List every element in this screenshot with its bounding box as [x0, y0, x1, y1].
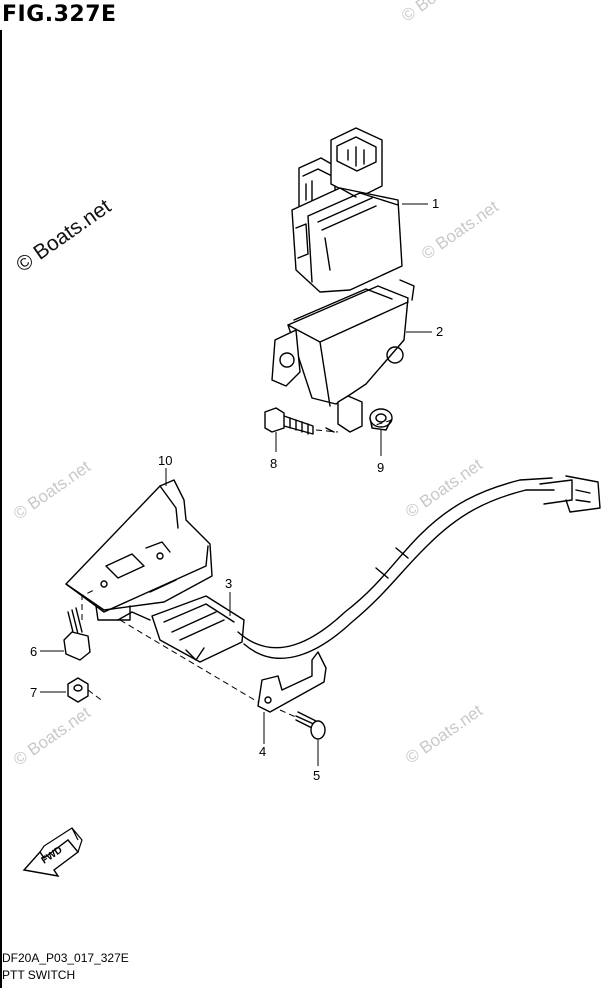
fwd-arrow-icon: FWD: [22, 827, 83, 877]
part-7-nut[interactable]: [67, 677, 89, 703]
callout-5: 5: [313, 768, 320, 783]
part-6-bolt[interactable]: [63, 607, 91, 661]
left-border: [0, 30, 2, 988]
callout-10: 10: [158, 453, 172, 468]
callout-9: 9: [377, 460, 384, 475]
part-3-ptt-switch[interactable]: [117, 475, 601, 663]
figure-title: FIG.327E: [2, 2, 117, 27]
callout-2: 2: [436, 324, 443, 339]
figure-name: PTT SWITCH: [2, 968, 76, 982]
callout-1: 1: [432, 196, 439, 211]
callout-6: 6: [30, 644, 37, 659]
part-1-switch-module[interactable]: [291, 127, 403, 293]
callout-4: 4: [259, 744, 266, 759]
part-5-screw[interactable]: [295, 711, 326, 740]
part-9-collar[interactable]: [369, 408, 393, 431]
figure-code: DF20A_P03_017_327E: [2, 951, 129, 965]
part-2-holder[interactable]: [271, 279, 415, 433]
callout-3: 3: [225, 576, 232, 591]
part-4-small-bracket[interactable]: [257, 651, 327, 713]
callout-8: 8: [270, 456, 277, 471]
callout-7: 7: [30, 685, 37, 700]
part-8-bolt[interactable]: [264, 407, 314, 435]
part-10-bracket[interactable]: [65, 479, 213, 621]
